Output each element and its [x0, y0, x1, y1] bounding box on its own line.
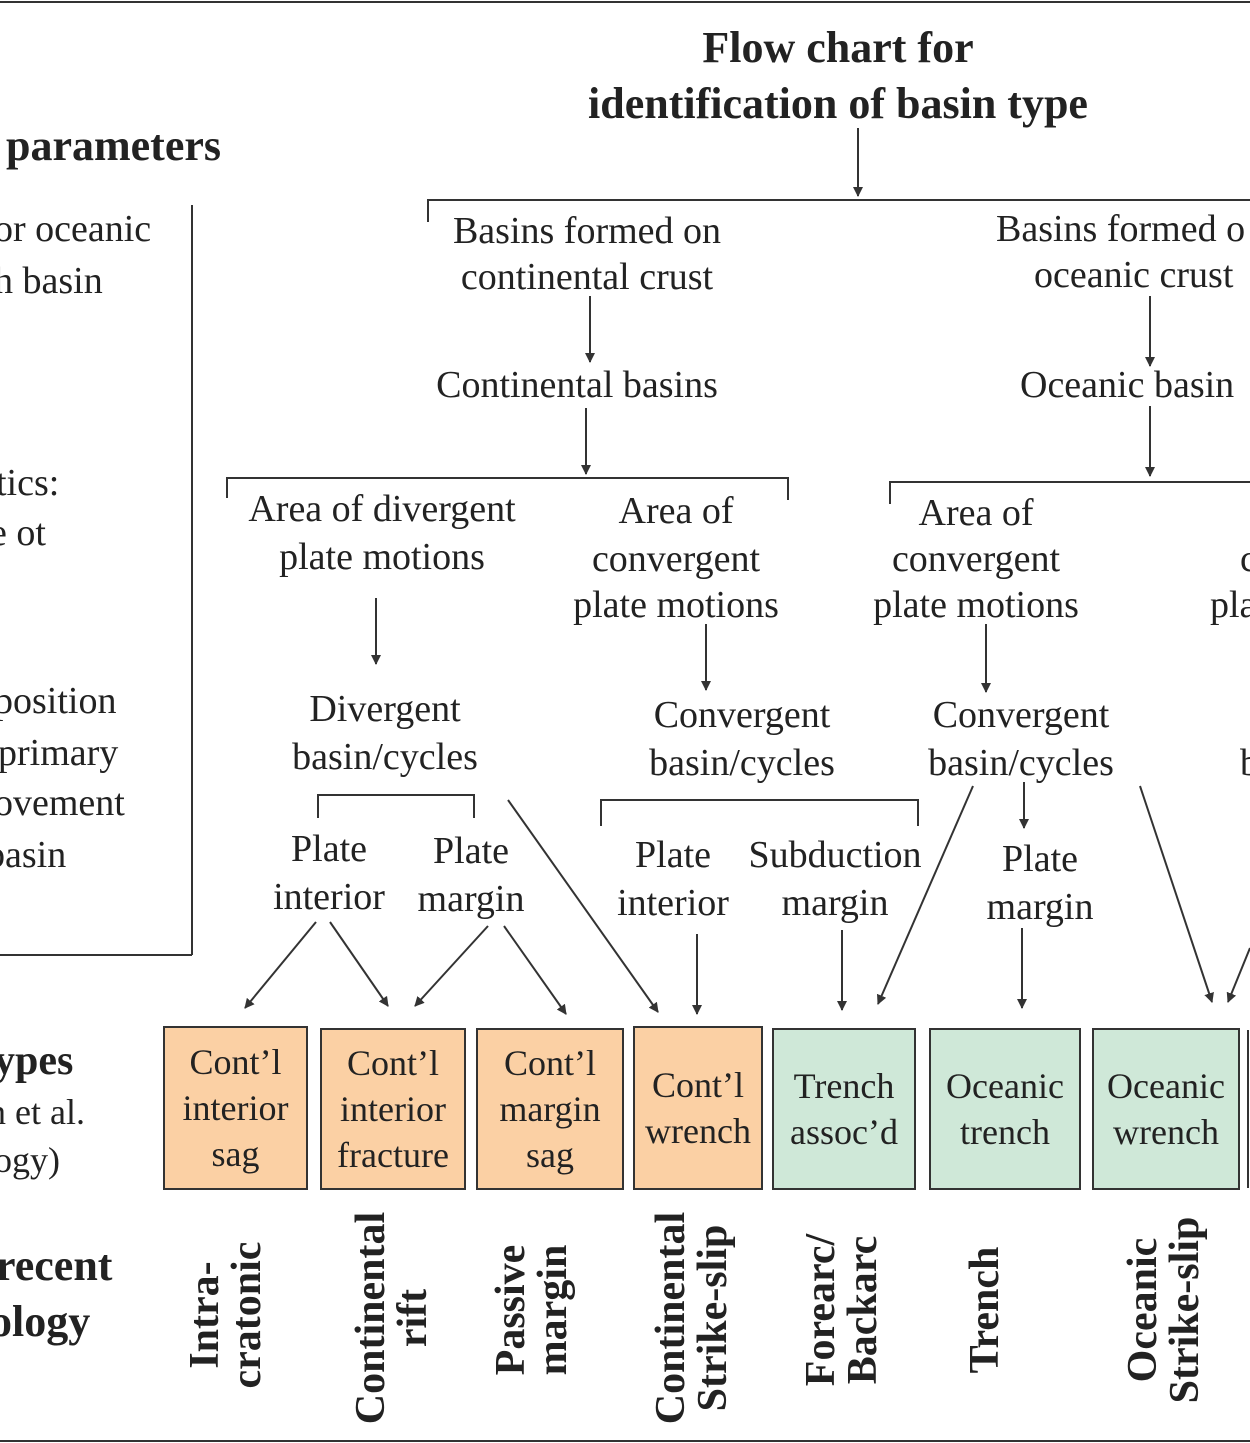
conv-plate-interior-node: interior — [617, 882, 729, 924]
left-panel-text: basin — [0, 834, 67, 876]
continental-bracket — [226, 477, 789, 500]
arrow-margin-to-margin-sag — [503, 925, 567, 1015]
basin-type-label: Trench assoc’d — [790, 1066, 898, 1152]
oceanic-convergent-cycles-node: Convergent — [932, 694, 1110, 736]
oceanic-convergent-area-node: plate motions — [873, 584, 1079, 626]
subduction-margin-node: Subduction — [748, 834, 922, 876]
basin-types-label: ypes — [0, 1038, 74, 1084]
basin-type-box-interior-fracture: Cont’l interior fracture — [320, 1028, 466, 1190]
title-line-2: identification of basin type — [588, 79, 1088, 128]
convergent-area-node: Area of — [618, 490, 734, 532]
basin-type-box-interior-sag: Cont’l interior sag — [163, 1026, 308, 1190]
terminology-label: Intra-cratonic — [182, 1241, 270, 1389]
terminology-label: Forearc/Backarc — [798, 1233, 886, 1387]
convergent-area-node: convergent — [591, 538, 761, 580]
continental-crust-head: Basins formed on — [452, 210, 722, 252]
terminology-label: Trench — [962, 1246, 1008, 1374]
recent-terminology-label: ology — [0, 1297, 91, 1346]
basin-type-label: Cont’l interior fracture — [337, 1043, 449, 1175]
left-panel-heading: parameters — [6, 121, 222, 170]
basin-type-label: Cont’l interior sag — [182, 1042, 289, 1174]
oceanic-crust-head: oceanic crust — [1034, 254, 1234, 296]
basin-types-source-1: n et al. — [0, 1092, 85, 1132]
convergent-area-node: plate motions — [573, 584, 779, 626]
basin-type-box-oceanic-trench: Oceanic trench — [929, 1028, 1081, 1190]
basin-type-label: Oceanic wrench — [1107, 1066, 1225, 1152]
left-panel-text: e ot — [0, 512, 46, 554]
divergent-area-node: Area of divergent — [248, 488, 516, 530]
arrow-interior-to-sag — [244, 921, 317, 1009]
plate-interior-node: Plate — [291, 828, 367, 870]
oceanic-cut-area-node: pla — [1210, 584, 1250, 626]
convergent-bracket — [600, 799, 919, 826]
oceanic-bracket — [889, 481, 1250, 504]
basin-type-box-wrench: Cont’l wrench — [633, 1026, 763, 1190]
oceanic-crust-head: Basins formed o — [996, 208, 1246, 250]
oceanic-convergent-area-node: convergent — [891, 538, 1061, 580]
left-panel-text: primary — [0, 732, 119, 774]
basin-type-box-margin-sag: Cont’l margin sag — [476, 1028, 624, 1190]
oceanic-plate-margin-node: margin — [986, 886, 1094, 928]
continental-basins-node: Continental basins — [436, 364, 718, 406]
convergent-cycles-node: basin/cycles — [649, 742, 835, 784]
divergent-cycles-node: basin/cycles — [292, 736, 478, 778]
left-panel-text: position — [0, 680, 117, 722]
recent-terminology-label: recent — [0, 1241, 113, 1290]
divergent-bracket — [317, 794, 475, 818]
oceanic-convergent-area-node: Area of — [918, 492, 1034, 534]
oceanic-cut-area-node: c — [1240, 538, 1250, 580]
arrow-interior-to-fracture — [329, 921, 389, 1007]
basin-type-box-trench-assoc: Trench assoc’d — [772, 1028, 916, 1190]
arrow-divergent-to-wrench — [507, 799, 659, 1013]
basin-type-label: Cont’l margin sag — [499, 1043, 601, 1175]
oceanic-plate-margin-node: Plate — [1002, 838, 1078, 880]
arrow-oceanic-cycles-to-wrench — [1139, 785, 1214, 1003]
conv-plate-interior-node: Plate — [635, 834, 711, 876]
left-panel-text: ovement — [0, 782, 125, 824]
plate-margin-node: margin — [417, 878, 525, 920]
divergent-cycles-node: Divergent — [309, 688, 461, 730]
basin-type-box-oceanic-wrench: Oceanic wrench — [1092, 1028, 1240, 1190]
oceanic-cut-cycles-node: b — [1240, 742, 1250, 784]
convergent-cycles-node: Convergent — [653, 694, 831, 736]
basin-type-label: Oceanic trench — [946, 1066, 1064, 1152]
subduction-margin-node: margin — [781, 882, 889, 924]
divergent-area-node: plate motions — [279, 536, 485, 578]
arrow-offscreen-to-wrench — [1226, 947, 1250, 1003]
continental-crust-head: continental crust — [460, 256, 714, 298]
oceanic-convergent-cycles-node: basin/cycles — [928, 742, 1114, 784]
oceanic-basins-node: Oceanic basin — [1020, 364, 1235, 406]
plate-margin-node: Plate — [433, 830, 509, 872]
left-panel-text: or oceanic — [0, 208, 152, 250]
arrow-oceanic-cycles-to-trench-assoc — [877, 785, 974, 1005]
top-bracket — [427, 199, 1250, 222]
title-line-1: Flow chart for — [702, 23, 974, 72]
left-panel-text: tics: — [0, 462, 60, 504]
left-panel-text: h basin — [0, 260, 103, 302]
plate-interior-node: interior — [273, 876, 385, 918]
basin-type-label: Cont’l wrench — [645, 1065, 751, 1151]
arrow-margin-to-fracture — [414, 925, 489, 1007]
basin-types-source-2: ogy) — [0, 1140, 60, 1180]
